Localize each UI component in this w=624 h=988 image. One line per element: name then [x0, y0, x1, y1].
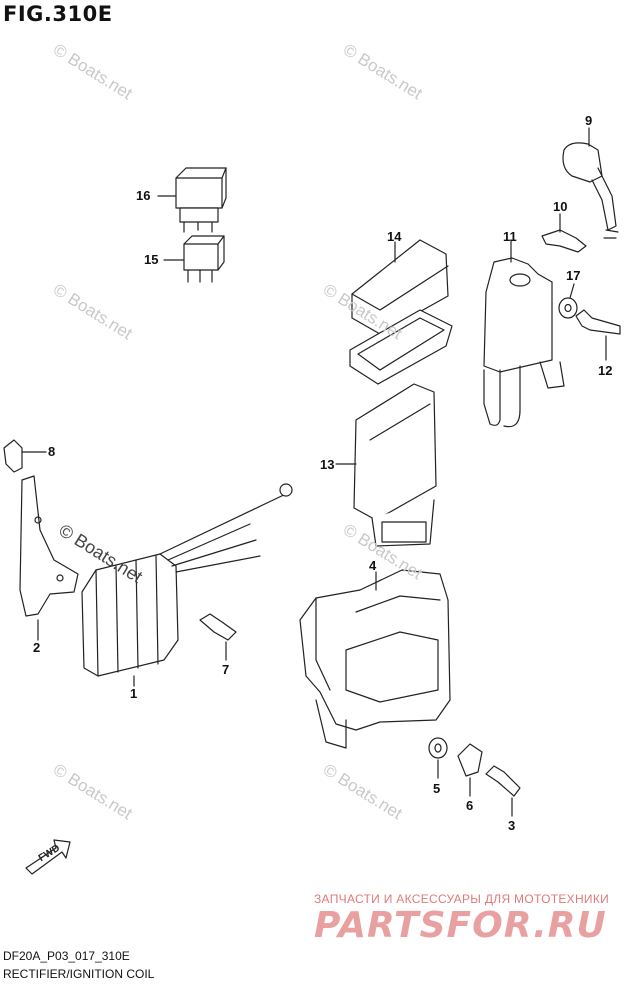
callout-9: 9	[585, 113, 593, 128]
callout-1: 1	[130, 686, 138, 701]
fwd-arrow-icon	[25, 839, 71, 875]
callout-14: 14	[387, 229, 402, 244]
bolt-3	[485, 765, 521, 817]
callout-16: 16	[136, 188, 151, 203]
ad-tagline: ЗАПЧАСТИ И АКСЕССУАРЫ ДЛЯ МОТОТЕХНИКИ	[314, 892, 610, 906]
relay-16	[175, 167, 227, 233]
bolt-8	[3, 439, 47, 473]
callout-12: 12	[598, 363, 613, 378]
collar-6	[457, 743, 483, 797]
washer-17	[558, 283, 578, 319]
callout-5: 5	[433, 781, 441, 796]
callout-11: 11	[503, 229, 517, 244]
clamp-10	[541, 213, 587, 253]
callout-8: 8	[48, 444, 56, 459]
figure-code: DF20A_P03_017_310E	[3, 949, 130, 963]
callout-6: 6	[466, 798, 474, 813]
cdi-unit-13	[335, 383, 437, 547]
bolt-7	[199, 613, 237, 661]
stay-plate-2	[19, 475, 79, 641]
rectifier-1	[81, 483, 293, 687]
callout-10: 10	[553, 199, 568, 214]
grommet-5	[428, 737, 448, 779]
relay-15	[183, 235, 225, 283]
callout-13: 13	[320, 457, 335, 472]
callout-7: 7	[222, 662, 230, 677]
plug-cap-9	[562, 127, 619, 239]
callout-3: 3	[508, 818, 516, 833]
figure-title: FIG.310E	[3, 2, 113, 26]
ad-logo: PARTSFOR.RU	[314, 905, 607, 946]
ignition-coil-11	[483, 239, 565, 428]
callout-2: 2	[33, 640, 41, 655]
callout-17: 17	[566, 268, 581, 283]
callout-15: 15	[144, 252, 159, 267]
figure-caption: RECTIFIER/IGNITION COIL	[3, 967, 155, 981]
cover-14	[349, 239, 453, 385]
bracket-4	[299, 569, 451, 749]
callout-4: 4	[369, 558, 377, 573]
bolt-12	[575, 309, 621, 361]
